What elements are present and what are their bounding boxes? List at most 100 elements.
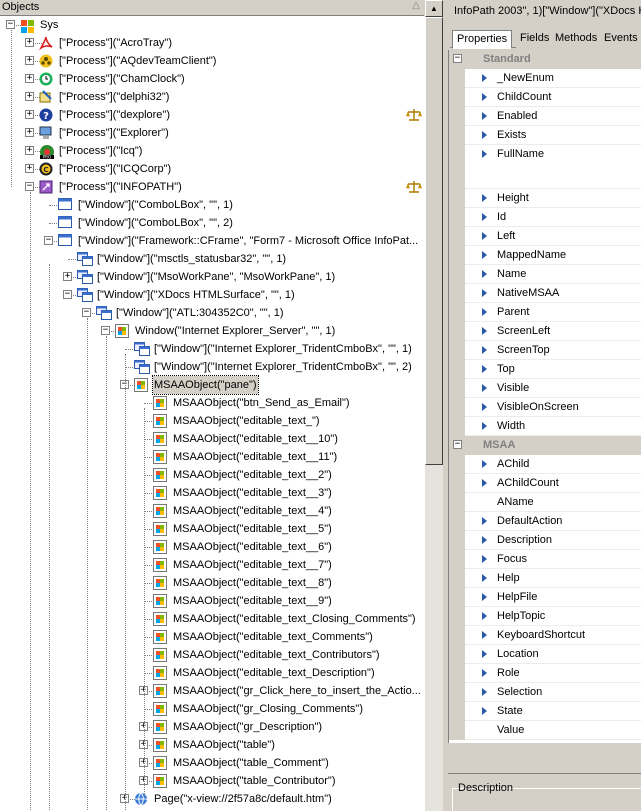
scroll-thumb[interactable]: [425, 17, 443, 465]
tree-node[interactable]: +["Process"]("delphi32"): [0, 88, 425, 106]
collapse-icon[interactable]: −: [101, 325, 110, 335]
tree-node[interactable]: +MSAAObject("table_Comment"): [0, 754, 425, 772]
tree-node[interactable]: MSAAObject("btn_Send_as_Email"): [0, 394, 425, 412]
expand-icon[interactable]: +: [25, 127, 34, 137]
tree-node[interactable]: −Sys: [0, 16, 425, 34]
tree-node[interactable]: −["Process"]("INFOPATH"): [0, 178, 425, 196]
property-row[interactable]: State: [449, 702, 641, 721]
property-row[interactable]: NativeMSAA: [449, 284, 641, 303]
collapse-icon[interactable]: −: [453, 53, 462, 63]
property-row[interactable]: Selection: [449, 683, 641, 702]
tree-node[interactable]: ["Window"]("ComboLBox", "", 1): [0, 196, 425, 214]
tree-node[interactable]: MSAAObject("editable_text_Contributors"): [0, 646, 425, 664]
property-row[interactable]: HelpFile: [449, 588, 641, 607]
tab-fields[interactable]: Fields: [516, 30, 555, 48]
tree-node[interactable]: +["Process"]("ChamClock"): [0, 70, 425, 88]
tree-node[interactable]: MSAAObject("editable_text_Description"): [0, 664, 425, 682]
expand-icon[interactable]: +: [120, 793, 129, 803]
property-row[interactable]: ScreenLeft: [449, 322, 641, 341]
tree-node[interactable]: ["Window"]("ComboLBox", "", 2): [0, 214, 425, 232]
property-row[interactable]: VisibleOnScreen: [449, 398, 641, 417]
tree-node[interactable]: −["Window"]("ATL:304352C0", "", 1): [0, 304, 425, 322]
property-row[interactable]: Left: [449, 227, 641, 246]
tree-node[interactable]: MSAAObject("editable_text__5"): [0, 520, 425, 538]
tree-node[interactable]: +PRO["Process"]("Icq"): [0, 142, 425, 160]
tree-node[interactable]: +["Process"]("Explorer"): [0, 124, 425, 142]
property-row[interactable]: AName: [449, 493, 641, 512]
tree-node[interactable]: MSAAObject("editable_text__7"): [0, 556, 425, 574]
collapse-icon[interactable]: −: [44, 235, 53, 245]
property-row[interactable]: AChildCount: [449, 474, 641, 493]
expand-icon[interactable]: +: [25, 145, 34, 155]
object-tree-scrollbar[interactable]: ▲: [425, 0, 443, 811]
property-row[interactable]: Focus: [449, 550, 641, 569]
property-row[interactable]: KeyboardShortcut: [449, 626, 641, 645]
property-row[interactable]: AChild: [449, 455, 641, 474]
tab-properties[interactable]: Properties: [452, 30, 513, 49]
property-row[interactable]: Id: [449, 208, 641, 227]
collapse-icon[interactable]: −: [6, 19, 15, 29]
tree-node[interactable]: −MSAAObject("pane"): [0, 375, 425, 395]
property-row[interactable]: Name: [449, 265, 641, 284]
pin-icon[interactable]: △: [412, 0, 420, 11]
expand-icon[interactable]: +: [25, 37, 34, 47]
tree-node[interactable]: −Window("Internet Explorer_Server", "", …: [0, 322, 425, 340]
tree-node[interactable]: MSAAObject("editable_text__8"): [0, 574, 425, 592]
property-row[interactable]: Location: [449, 645, 641, 664]
property-row[interactable]: Description: [449, 531, 641, 550]
property-row[interactable]: FullName: [449, 145, 641, 189]
tree-node[interactable]: MSAAObject("editable_text_"): [0, 412, 425, 430]
tree-node[interactable]: +?["Process"]("dexplore"): [0, 106, 425, 124]
tree-node[interactable]: MSAAObject("editable_text_Closing_Commen…: [0, 610, 425, 628]
tree-node[interactable]: MSAAObject("editable_text__3"): [0, 484, 425, 502]
expand-icon[interactable]: +: [139, 685, 148, 695]
tree-node[interactable]: ["Window"]("msctls_statusbar32", "", 1): [0, 250, 425, 268]
property-row[interactable]: Parent: [449, 303, 641, 322]
tree-node[interactable]: ["Window"]("Internet Explorer_TridentCmb…: [0, 340, 425, 358]
expand-icon[interactable]: +: [25, 109, 34, 119]
expand-icon[interactable]: +: [139, 757, 148, 767]
tree-node[interactable]: +["Window"]("MsoWorkPane", "MsoWorkPane"…: [0, 268, 425, 286]
collapse-icon[interactable]: −: [63, 289, 72, 299]
property-row[interactable]: Role: [449, 664, 641, 683]
property-row[interactable]: DefaultAction: [449, 512, 641, 531]
tree-node[interactable]: +["Process"]("AcroTray"): [0, 34, 425, 52]
property-row[interactable]: Height: [449, 189, 641, 208]
tree-node[interactable]: MSAAObject("editable_text__4"): [0, 502, 425, 520]
expand-icon[interactable]: +: [63, 271, 72, 281]
property-row[interactable]: MappedName: [449, 246, 641, 265]
collapse-icon[interactable]: −: [453, 439, 462, 449]
tab-events[interactable]: Events: [600, 30, 641, 48]
tree-node[interactable]: MSAAObject("editable_text__10"): [0, 430, 425, 448]
expand-icon[interactable]: +: [139, 721, 148, 731]
tree-node[interactable]: −["Window"]("XDocs HTMLSurface", "", 1): [0, 286, 425, 304]
property-row[interactable]: Exists: [449, 126, 641, 145]
collapse-icon[interactable]: −: [120, 379, 129, 389]
tree-node[interactable]: +MSAAObject("gr_Click_here_to_insert_the…: [0, 682, 425, 700]
tree-node[interactable]: +Page("x-view://2f57a8c/default.htm"): [0, 790, 425, 808]
property-row[interactable]: Value: [449, 721, 641, 740]
collapse-icon[interactable]: −: [25, 181, 34, 191]
tree-node[interactable]: +MSAAObject("table"): [0, 736, 425, 754]
tree-node[interactable]: MSAAObject("editable_text__2"): [0, 466, 425, 484]
scroll-up-button[interactable]: ▲: [425, 0, 443, 17]
tab-methods[interactable]: Methods: [551, 30, 603, 48]
property-row[interactable]: Width: [449, 417, 641, 436]
property-row[interactable]: Top: [449, 360, 641, 379]
tree-node[interactable]: ["Window"]("Internet Explorer_TridentCmb…: [0, 358, 425, 376]
collapse-icon[interactable]: −: [82, 307, 91, 317]
tree-node[interactable]: −["Window"]("Framework::CFrame", "Form7 …: [0, 232, 425, 250]
tree-node[interactable]: +["Process"]("AQdevTeamClient"): [0, 52, 425, 70]
tree-node[interactable]: +C["Process"]("ICQCorp"): [0, 160, 425, 178]
tree-node[interactable]: +MSAAObject("gr_Description"): [0, 718, 425, 736]
expand-icon[interactable]: +: [139, 739, 148, 749]
property-row[interactable]: _NewEnum: [449, 69, 641, 88]
property-category[interactable]: −Standard: [449, 50, 641, 69]
property-row[interactable]: Visible: [449, 379, 641, 398]
property-row[interactable]: ChildCount: [449, 88, 641, 107]
property-row[interactable]: ScreenTop: [449, 341, 641, 360]
expand-icon[interactable]: +: [25, 55, 34, 65]
property-category[interactable]: −MSAA: [449, 436, 641, 455]
tree-node[interactable]: MSAAObject("editable_text__11"): [0, 448, 425, 466]
